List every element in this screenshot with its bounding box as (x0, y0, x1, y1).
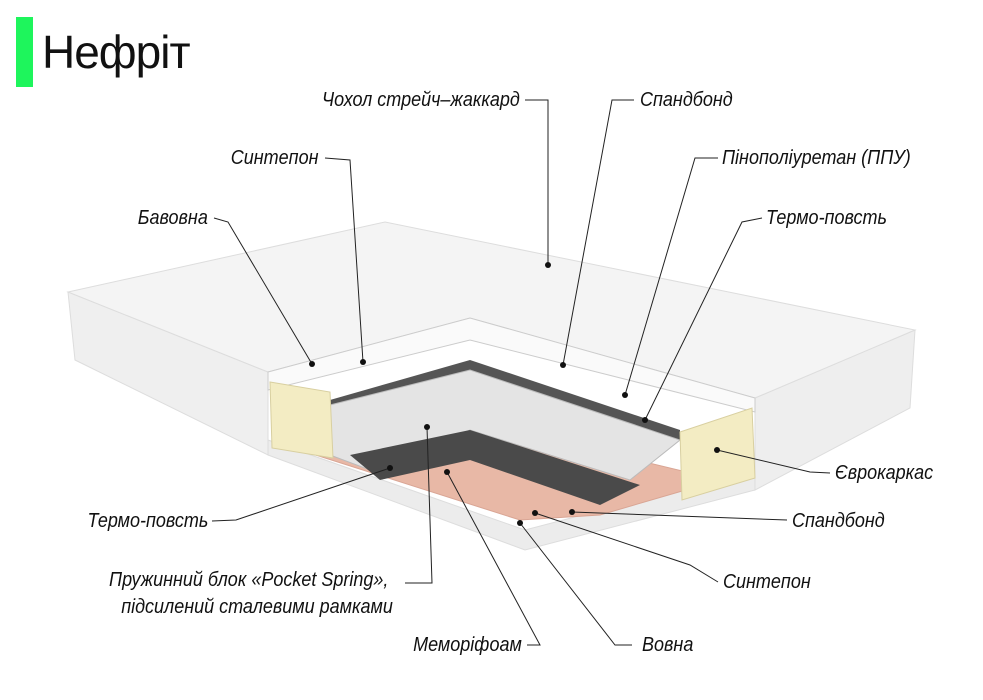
label-spring-block-line2: підсилений сталевими рамками (121, 596, 393, 618)
label-spring-block-line1: Пружинний блок «Pocket Spring», (108, 569, 388, 591)
label-cover: Чохол стрейч–жаккард (322, 89, 520, 111)
leader-dots (309, 262, 720, 526)
euroframe-right (679, 407, 756, 501)
label-spunbond-bottom: Спандбонд (792, 510, 885, 532)
spring-block (329, 369, 682, 481)
label-wool: Вовна (642, 634, 694, 656)
label-cotton: Бавовна (137, 207, 208, 229)
label-spunbond-top: Спандбонд (640, 89, 733, 111)
label-sintepon-bottom: Синтепон (723, 571, 811, 593)
label-memory-foam: Меморіфоам (413, 634, 522, 656)
thermo-felt-bottom-layer (350, 430, 640, 505)
thermo-felt-top-layer (330, 360, 680, 440)
label-pu-foam: Пінополіуретан (ППУ) (722, 147, 911, 169)
label-thermo-felt-top: Термо-повсть (766, 207, 887, 229)
top-layers-cut (267, 317, 756, 413)
label-euroframe: Єврокаркас (835, 462, 934, 484)
label-sintepon-top: Синтепон (230, 147, 318, 169)
euroframe-left (269, 381, 334, 459)
accent-bar (16, 17, 33, 87)
product-title: Нефріт (42, 26, 191, 78)
label-thermo-felt-bottom: Термо-повсть (87, 510, 208, 532)
leader-lines (211, 99, 831, 646)
